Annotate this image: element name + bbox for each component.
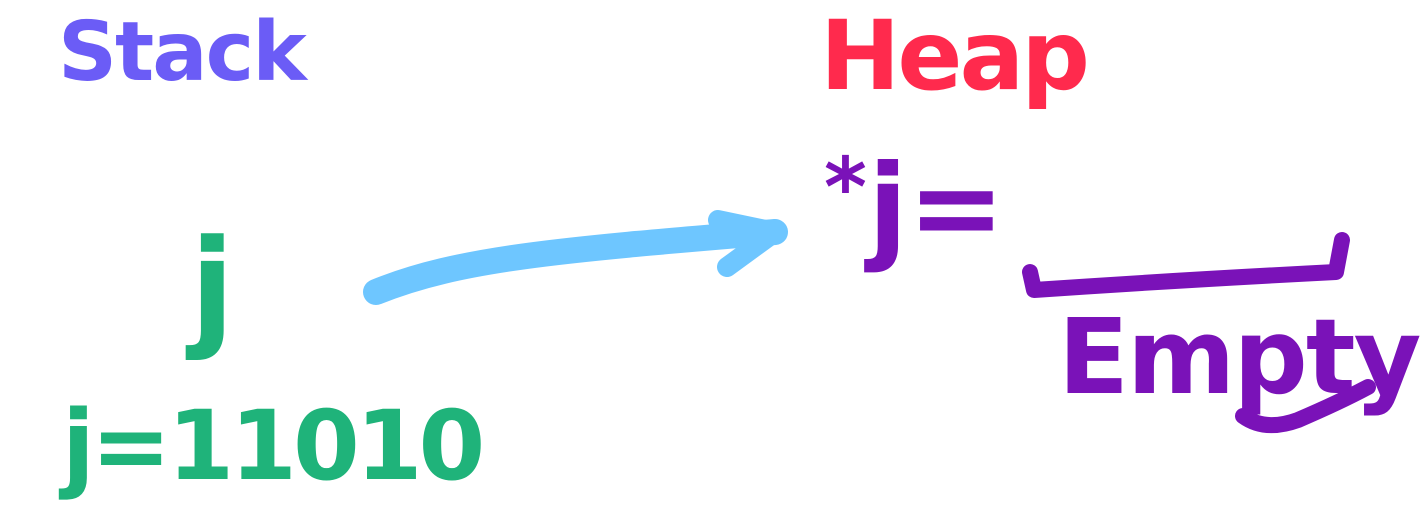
arrow-right-icon [363, 210, 788, 305]
stack-title: Stack [58, 5, 307, 100]
empty-underline-flourish [1235, 379, 1376, 434]
pointer-arrow-shaft [363, 219, 788, 305]
stack-variable: j [190, 211, 235, 363]
heap-title: Heap [820, 0, 1090, 112]
stack-variable-value: j=11010 [62, 390, 485, 502]
heap-expression: j= [868, 140, 1005, 275]
heap-empty-slot [1022, 232, 1350, 298]
pointer-arrow-head [708, 210, 785, 277]
dereference-star: * [824, 141, 867, 236]
